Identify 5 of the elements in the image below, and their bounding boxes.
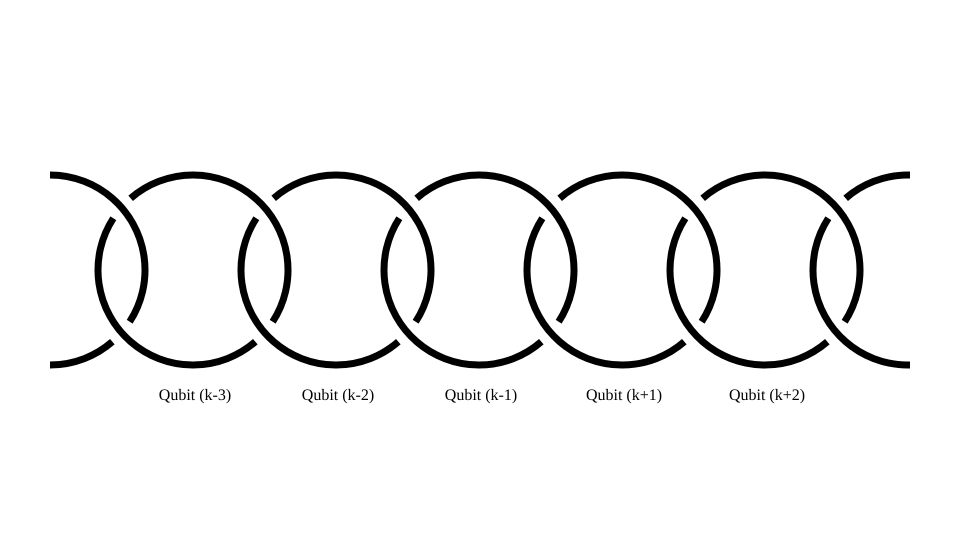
qubit-label: Qubit (k-1): [444, 387, 518, 405]
qubit-label: Qubit (k+2): [728, 387, 806, 405]
qubit-label: Qubit (k-2): [302, 387, 374, 405]
qubit-label: Qubit (k-3): [158, 387, 232, 405]
qubit-label: Qubit (k+1): [586, 387, 662, 405]
